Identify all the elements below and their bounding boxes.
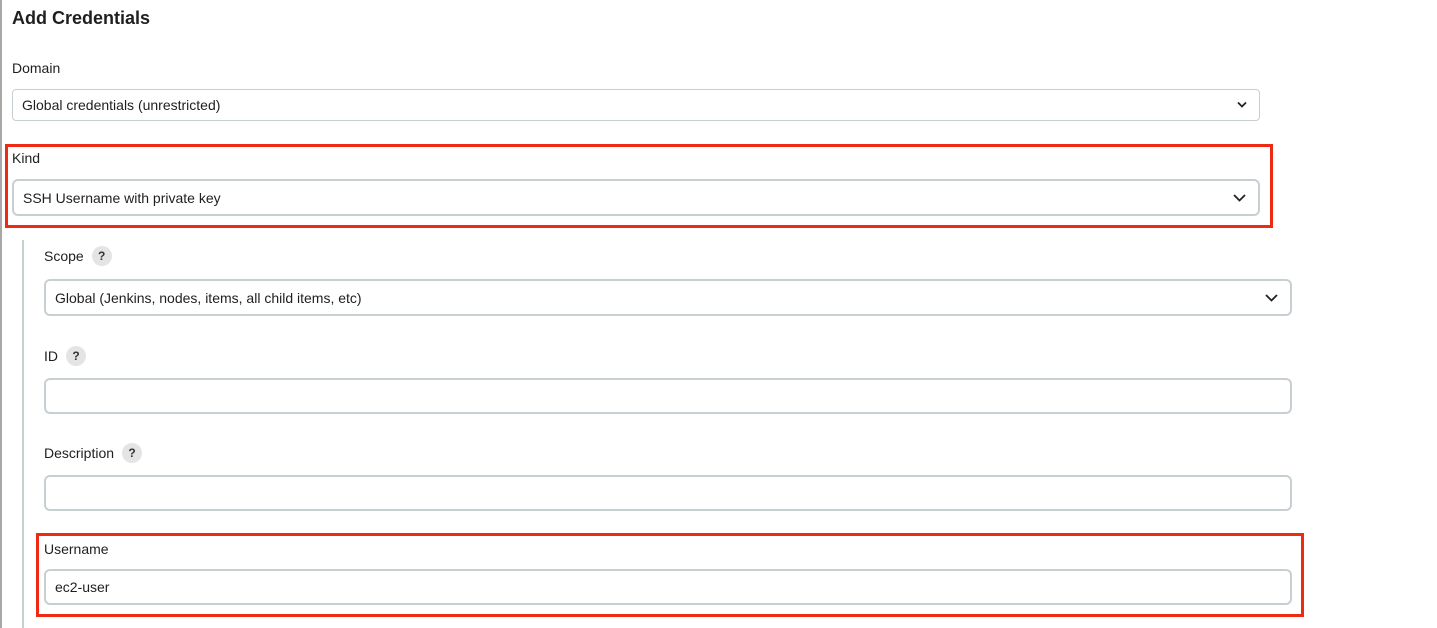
chevron-down-icon <box>1265 293 1278 302</box>
scope-label-text: Scope <box>44 248 84 264</box>
kind-select[interactable]: SSH Username with private key <box>12 179 1260 216</box>
description-label: Description ? <box>44 443 143 463</box>
id-label: ID ? <box>44 346 86 366</box>
domain-label-text: Domain <box>12 60 61 76</box>
id-label-text: ID <box>44 348 58 364</box>
page-title: Add Credentials <box>12 8 151 28</box>
id-input[interactable] <box>44 378 1292 414</box>
page-left-border <box>0 0 2 628</box>
username-label-text: Username <box>44 541 109 557</box>
username-input-value: ec2-user <box>55 579 110 595</box>
chevron-down-icon <box>1233 193 1246 202</box>
kind-label-text: Kind <box>12 150 41 166</box>
username-highlight-box <box>36 533 1304 617</box>
help-icon[interactable]: ? <box>122 443 143 463</box>
kind-select-value: SSH Username with private key <box>23 189 221 206</box>
scope-select-value: Global (Jenkins, nodes, items, all child… <box>55 289 362 306</box>
domain-select[interactable]: Global credentials (unrestricted) <box>12 89 1260 121</box>
domain-label: Domain <box>12 60 60 76</box>
scope-label: Scope ? <box>44 246 112 266</box>
scope-select[interactable]: Global (Jenkins, nodes, items, all child… <box>44 279 1292 316</box>
username-input[interactable]: ec2-user <box>44 569 1292 605</box>
chevron-down-icon <box>1237 101 1247 108</box>
help-icon[interactable]: ? <box>66 346 86 366</box>
nested-section-border <box>22 240 24 628</box>
description-label-text: Description <box>44 445 115 461</box>
kind-highlight-box <box>5 144 1273 228</box>
domain-select-value: Global credentials (unrestricted) <box>22 97 221 113</box>
help-icon[interactable]: ? <box>91 246 112 266</box>
username-label: Username <box>44 541 109 557</box>
kind-label: Kind <box>12 150 40 166</box>
description-input[interactable] <box>44 475 1292 511</box>
